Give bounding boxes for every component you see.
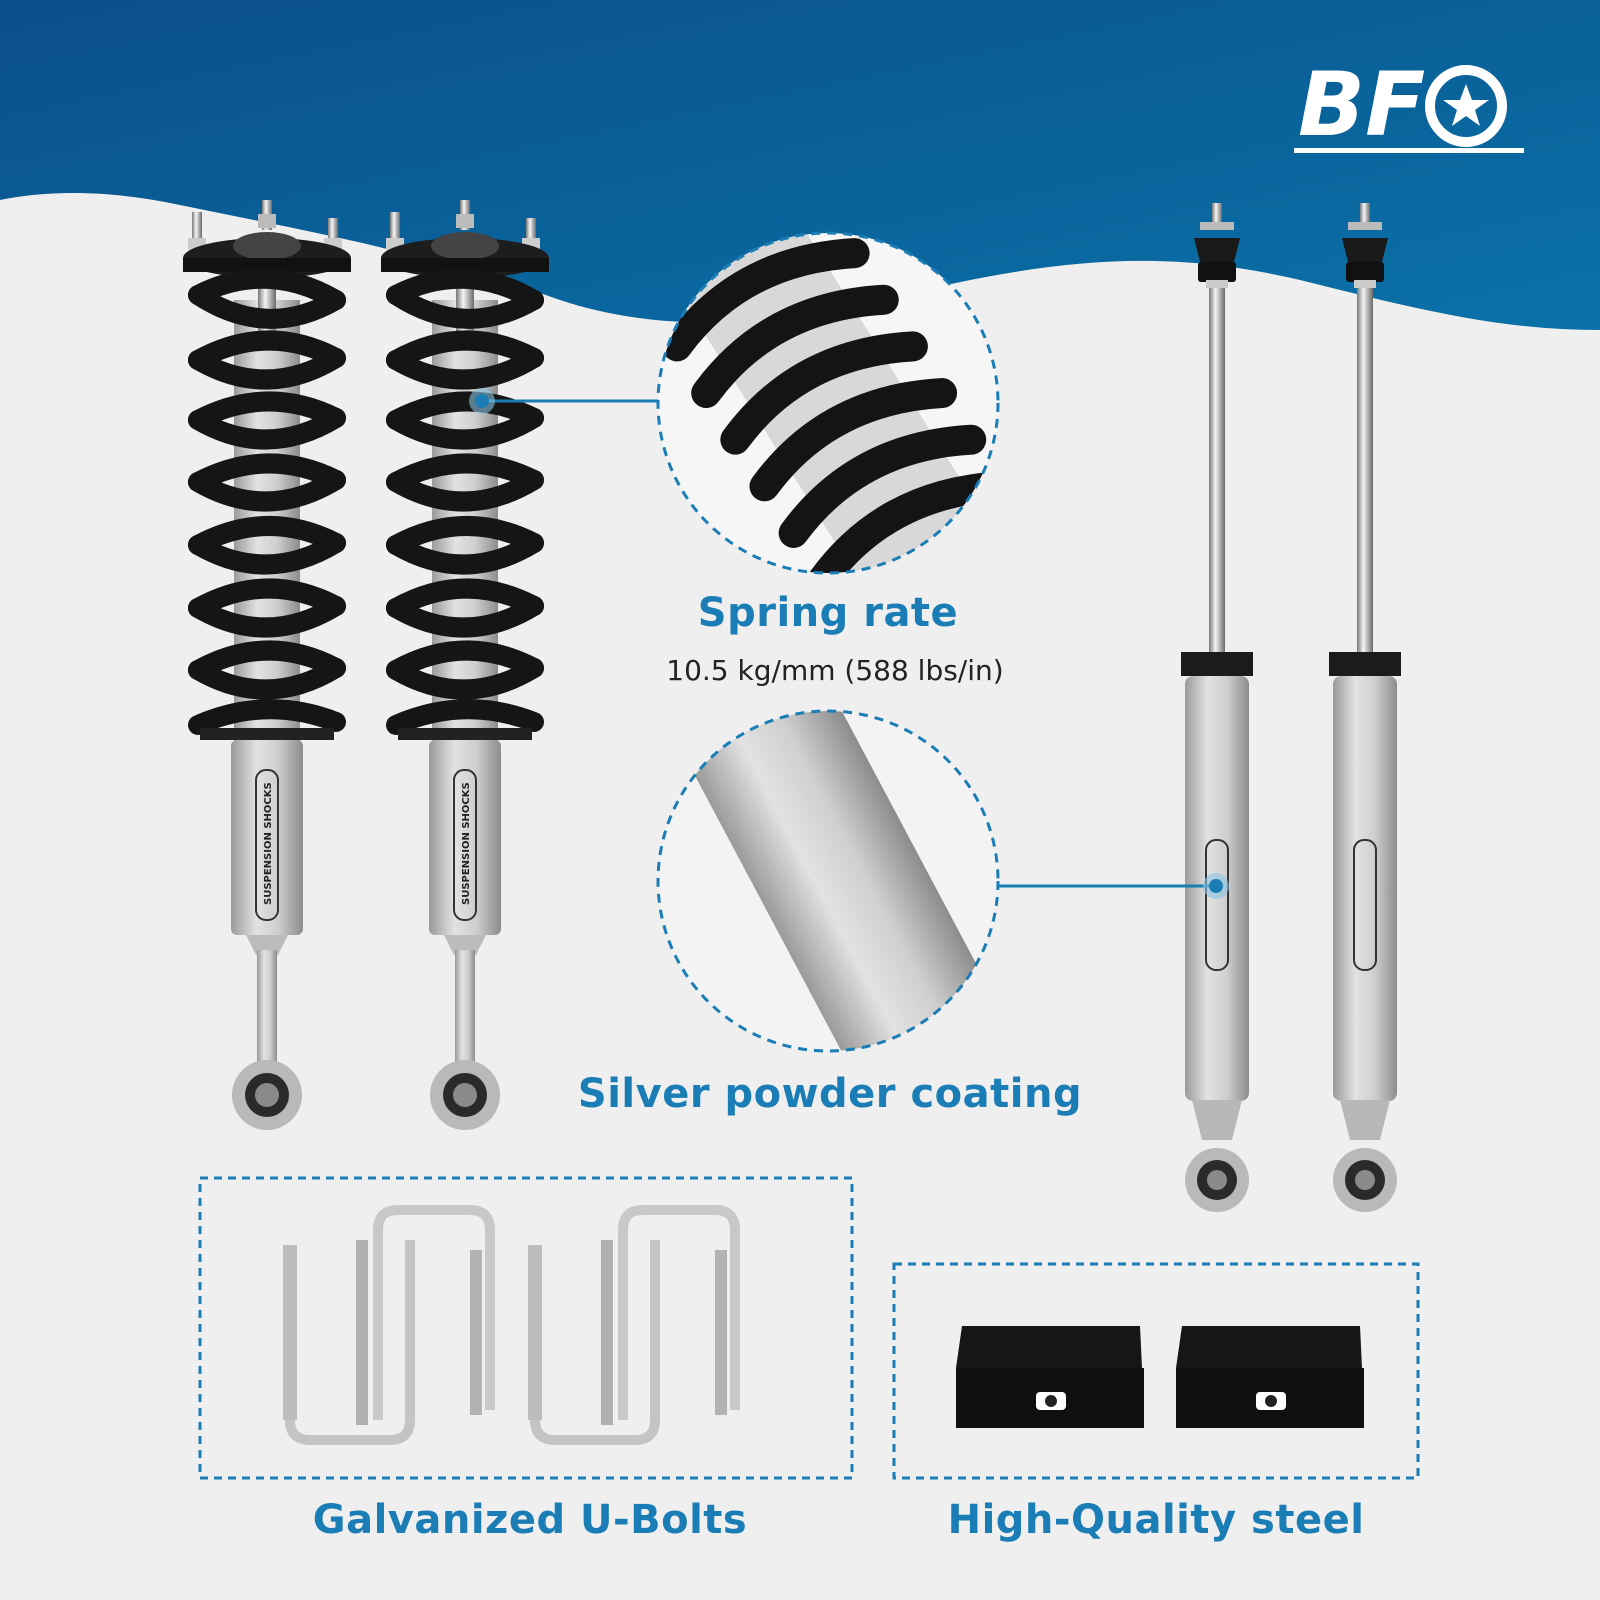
coating-title: Silver powder coating — [577, 1071, 1083, 1117]
shock-label-text: SUSPENSION SHOCKS — [263, 782, 274, 905]
ubolts-title: Galvanized U-Bolts — [312, 1497, 748, 1543]
ubolts-box — [198, 1176, 854, 1480]
bfo-logo: BF — [1294, 53, 1524, 156]
spring-zoom-circle — [656, 231, 1000, 575]
coating-callout-connector — [998, 873, 1229, 899]
spring-rate-title: Spring rate — [697, 590, 959, 636]
spring-callout-connector — [469, 388, 658, 414]
rear-shock-left — [1181, 203, 1253, 1212]
lift-block-icon-2 — [1176, 1326, 1364, 1428]
rear-shock-right — [1328, 202, 1402, 1213]
star-icon — [1443, 84, 1489, 126]
front-coilover-strut-right — [381, 200, 549, 1130]
bfo-logo-mark: BF — [1298, 53, 1425, 156]
ubolt-icon — [283, 1205, 495, 1445]
spring-rate-detail: 10.5 kg/mm (588 lbs/in) — [666, 654, 1004, 687]
front-coilover-strut-left: SUSPENSION SHOCKS — [183, 200, 351, 1130]
coating-zoom-circle — [656, 709, 1000, 1053]
blocks-box — [892, 1262, 1420, 1480]
ubolt-icon-2 — [535, 1210, 735, 1440]
blocks-title: High-Quality steel — [947, 1497, 1365, 1543]
lift-block-icon — [956, 1326, 1144, 1428]
